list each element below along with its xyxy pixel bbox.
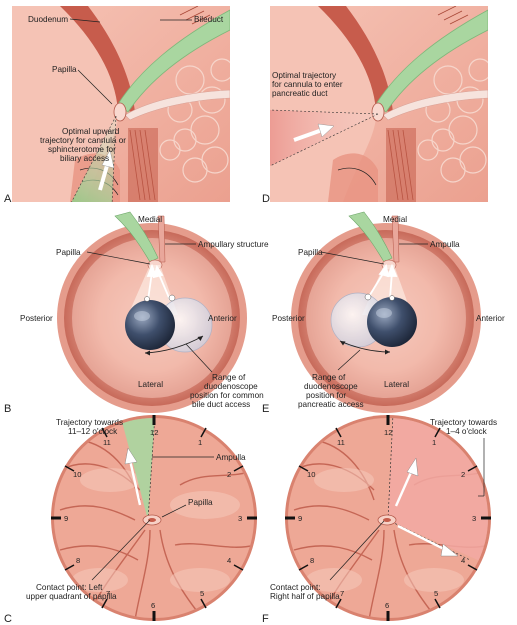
svg-text:sphincterotome for: sphincterotome for xyxy=(48,145,116,154)
svg-text:Optimal trajectory: Optimal trajectory xyxy=(272,71,337,80)
clock-c-6: 6 xyxy=(151,601,155,610)
svg-text:upper quadrant of papilla: upper quadrant of papilla xyxy=(26,592,117,601)
clock-f-6: 6 xyxy=(385,601,389,610)
panel-letter-b: B xyxy=(4,403,11,415)
svg-text:pancreatic duct: pancreatic duct xyxy=(272,89,328,98)
svg-text:for cannula to enter: for cannula to enter xyxy=(272,80,343,89)
clock-c-4: 4 xyxy=(227,556,231,565)
panel-c: 12 1 2 3 4 5 6 7 8 9 10 11 Trajectory to… xyxy=(4,414,260,625)
svg-text:Range of: Range of xyxy=(212,373,246,382)
svg-text:Optimal upward: Optimal upward xyxy=(62,127,120,136)
label-trajectory-c: Trajectory towards 11–12 o'clock xyxy=(56,418,123,436)
svg-text:Trajectory towards: Trajectory towards xyxy=(56,418,123,427)
svg-text:Contact point:: Contact point: xyxy=(270,583,321,592)
label-papilla-e: Papilla xyxy=(298,248,323,257)
svg-text:duodenoscope: duodenoscope xyxy=(304,382,358,391)
clock-f-8: 8 xyxy=(310,556,314,565)
label-papilla-a: Papilla xyxy=(52,65,77,74)
clock-c-9: 9 xyxy=(64,514,68,523)
label-lateral-b: Lateral xyxy=(138,380,163,389)
svg-text:duodenoscope: duodenoscope xyxy=(204,382,258,391)
svg-text:biliary access: biliary access xyxy=(60,154,109,163)
clock-f-7: 7 xyxy=(340,589,344,598)
panel-d: Optimal trajectory for cannula to enter … xyxy=(262,6,491,205)
label-posterior-b: Posterior xyxy=(20,314,53,323)
clock-f-9: 9 xyxy=(298,514,302,523)
clock-c-10: 10 xyxy=(73,470,81,479)
panel-letter-e: E xyxy=(262,403,269,415)
clock-f-5: 5 xyxy=(434,589,438,598)
panel-letter-d: D xyxy=(262,193,270,205)
label-ampulla-e: Ampulla xyxy=(430,240,460,249)
clock-c-2: 2 xyxy=(227,470,231,479)
clock-f-2: 2 xyxy=(461,470,465,479)
label-posterior-e: Posterior xyxy=(272,314,305,323)
svg-text:Right half of papilla: Right half of papilla xyxy=(270,592,340,601)
panel-e: Medial Papilla Ampulla Posterior Anterio… xyxy=(262,212,505,415)
panel-letter-c: C xyxy=(4,613,12,625)
label-duodenum: Duodenum xyxy=(28,15,68,24)
clock-f-11: 11 xyxy=(337,438,345,447)
label-medial-e: Medial xyxy=(383,215,407,224)
label-papilla-b: Papilla xyxy=(56,248,81,257)
svg-text:Range of: Range of xyxy=(312,373,346,382)
svg-text:1–4 o'clock: 1–4 o'clock xyxy=(446,427,488,436)
clock-c-5: 5 xyxy=(200,589,204,598)
label-papilla-c: Papilla xyxy=(188,498,213,507)
clock-f-4: 4 xyxy=(461,556,465,565)
label-anterior-b: Anterior xyxy=(208,314,237,323)
clock-c-12: 12 xyxy=(150,428,158,437)
panel-letter-a: A xyxy=(4,193,12,205)
panel-a: Duodenum Bileduct Papilla Optimal upward… xyxy=(4,6,233,205)
label-bileduct: Bileduct xyxy=(194,15,224,24)
svg-text:bile duct access: bile duct access xyxy=(192,400,250,409)
label-ampullary-structure: Ampullary structure xyxy=(198,240,269,249)
label-medial-b: Medial xyxy=(138,215,162,224)
svg-text:Trajectory towards: Trajectory towards xyxy=(430,418,497,427)
svg-text:Contact point: Left: Contact point: Left xyxy=(36,583,103,592)
panel-letter-f: F xyxy=(262,613,269,625)
panel-b: Medial Papilla Ampullary structure Poste… xyxy=(4,212,269,415)
clock-c-8: 8 xyxy=(76,556,80,565)
clock-f-3: 3 xyxy=(472,514,476,523)
svg-text:position for: position for xyxy=(306,391,346,400)
panel-f: 12 1 2 3 4 5 6 7 8 9 10 11 Trajectory to… xyxy=(262,414,500,625)
svg-text:pancreatic access: pancreatic access xyxy=(298,400,364,409)
label-ampulla-c: Ampulla xyxy=(216,453,246,462)
svg-text:position for common: position for common xyxy=(190,391,264,400)
clock-c-1: 1 xyxy=(198,438,202,447)
clock-f-10: 10 xyxy=(307,470,315,479)
clock-c-11: 11 xyxy=(103,438,111,447)
clock-f-1: 1 xyxy=(432,438,436,447)
svg-text:11–12 o'clock: 11–12 o'clock xyxy=(68,427,118,436)
clock-c-3: 3 xyxy=(238,514,242,523)
clock-f-12: 12 xyxy=(384,428,392,437)
svg-text:trajectory for cannula or: trajectory for cannula or xyxy=(40,136,126,145)
label-anterior-e: Anterior xyxy=(476,314,505,323)
label-lateral-e: Lateral xyxy=(384,380,409,389)
